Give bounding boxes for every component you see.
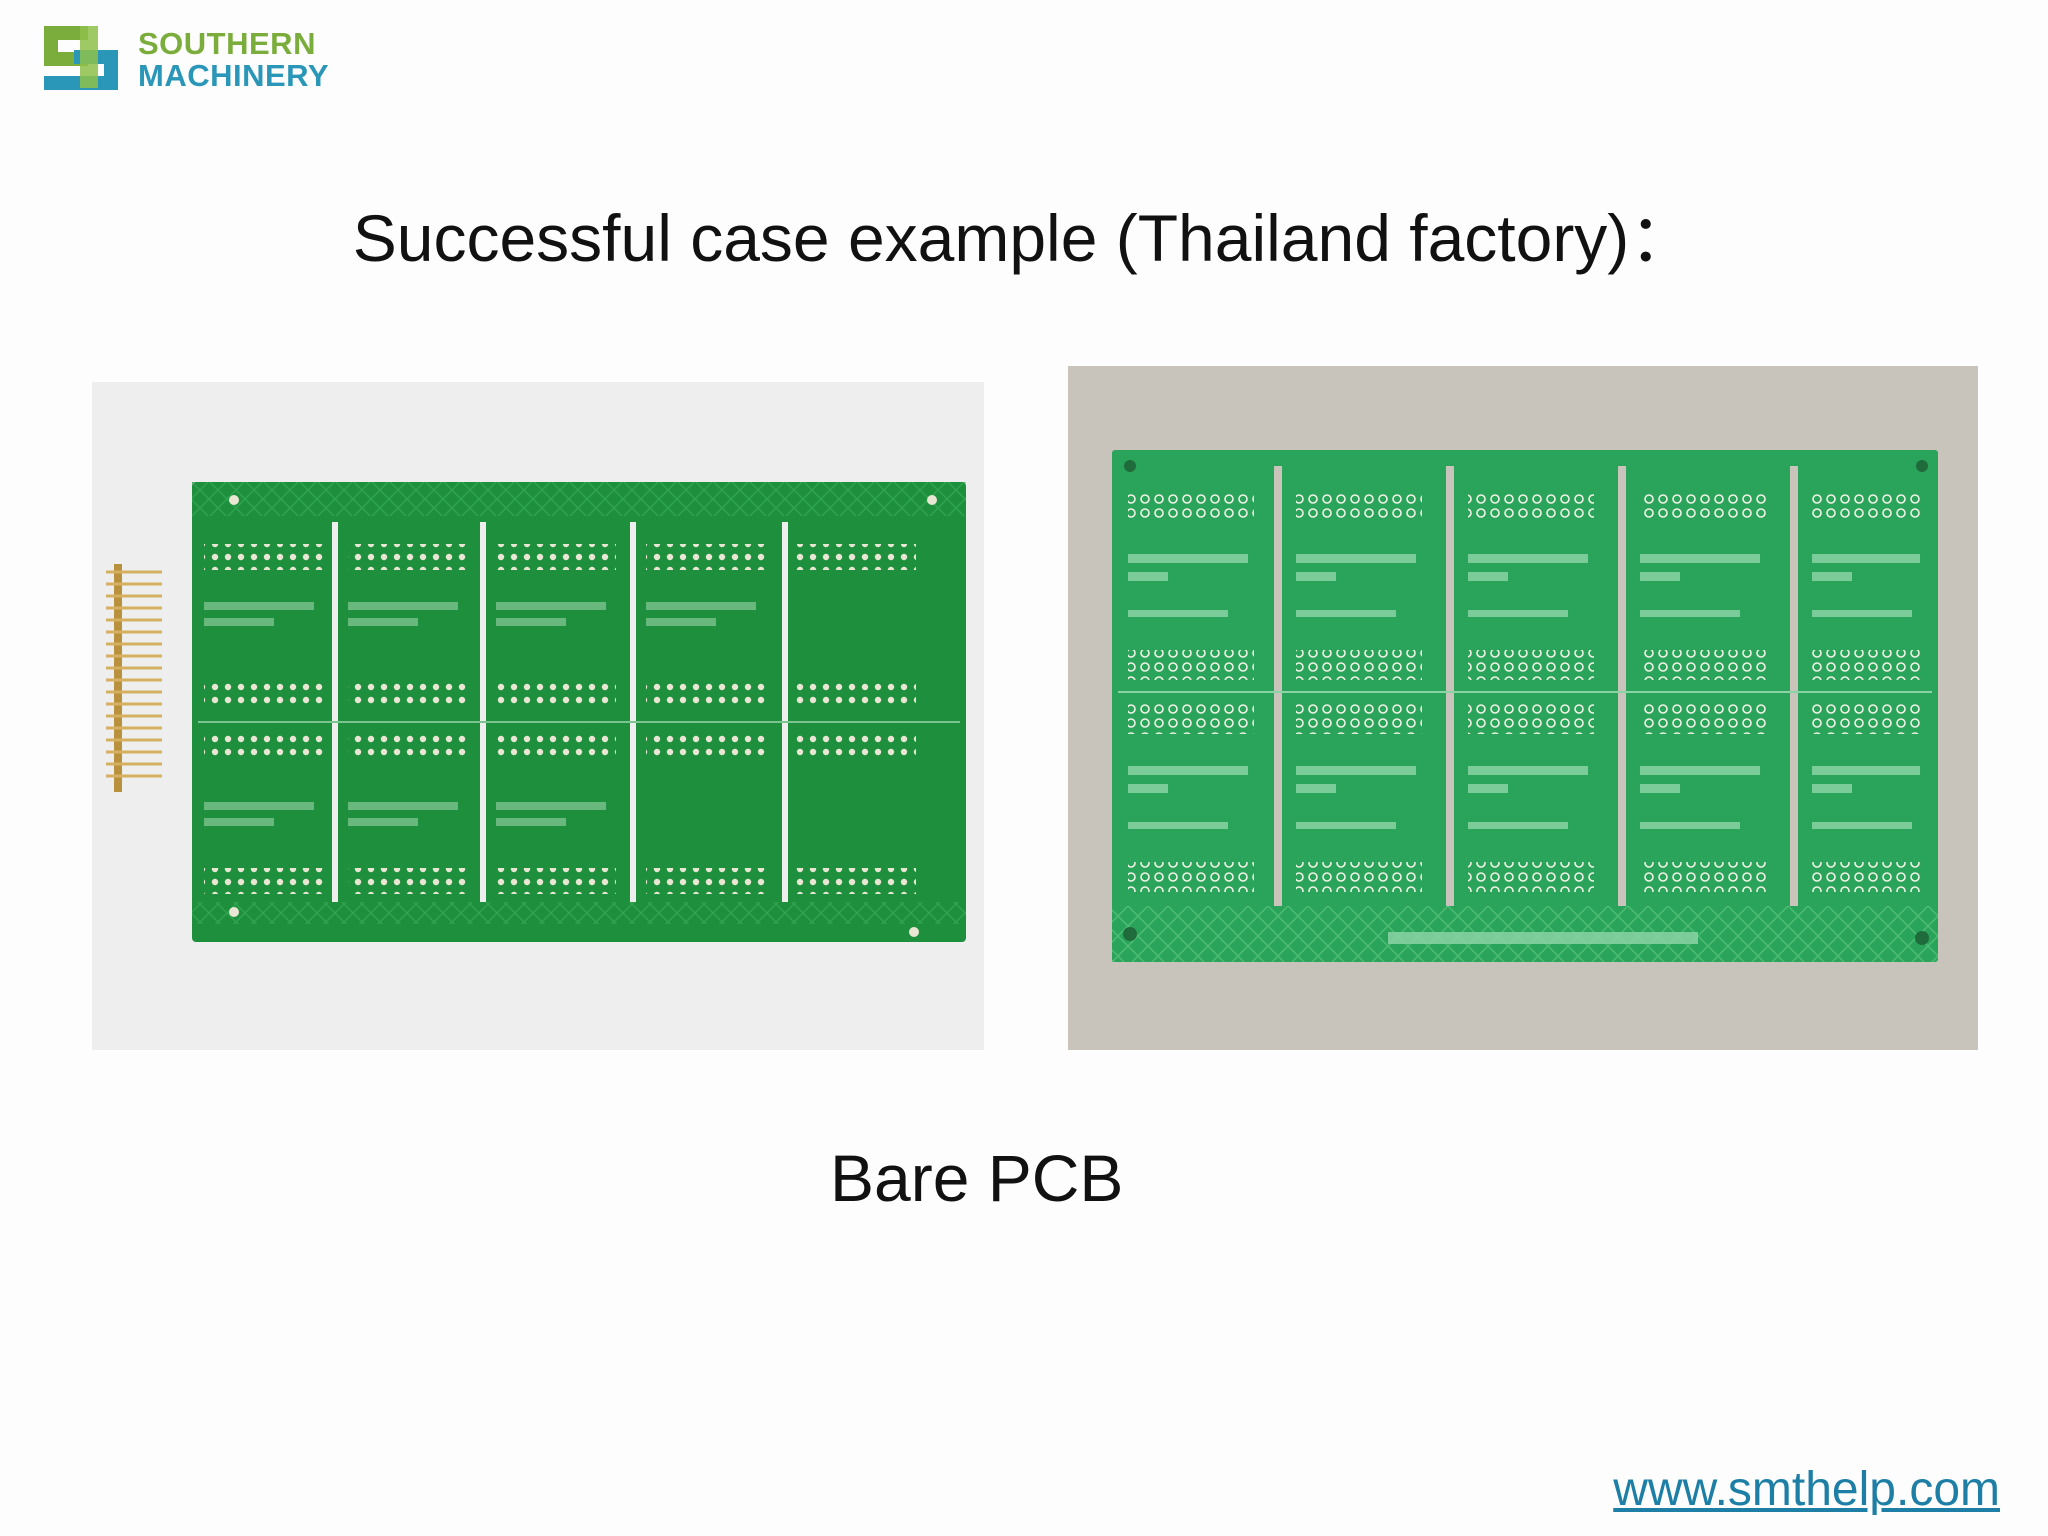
logo-line-southern: SOUTHERN [138,26,316,61]
pin-header [106,564,162,792]
bare-pcb-photo-right [1068,366,1978,1050]
slide-title: Successful case example (Thailand factor… [352,201,1696,275]
logo-wordmark: SOUTHERN MACHINERY [138,28,329,92]
image-caption: Bare PCB [830,1141,1124,1215]
logo-mark-icon [44,26,118,90]
company-logo: SOUTHERN MACHINERY [38,18,338,100]
bare-pcb-photo-left [92,382,984,1050]
logo-line-machinery: MACHINERY [138,58,330,93]
website-link[interactable]: www.smthelp.com [1613,1463,2000,1516]
